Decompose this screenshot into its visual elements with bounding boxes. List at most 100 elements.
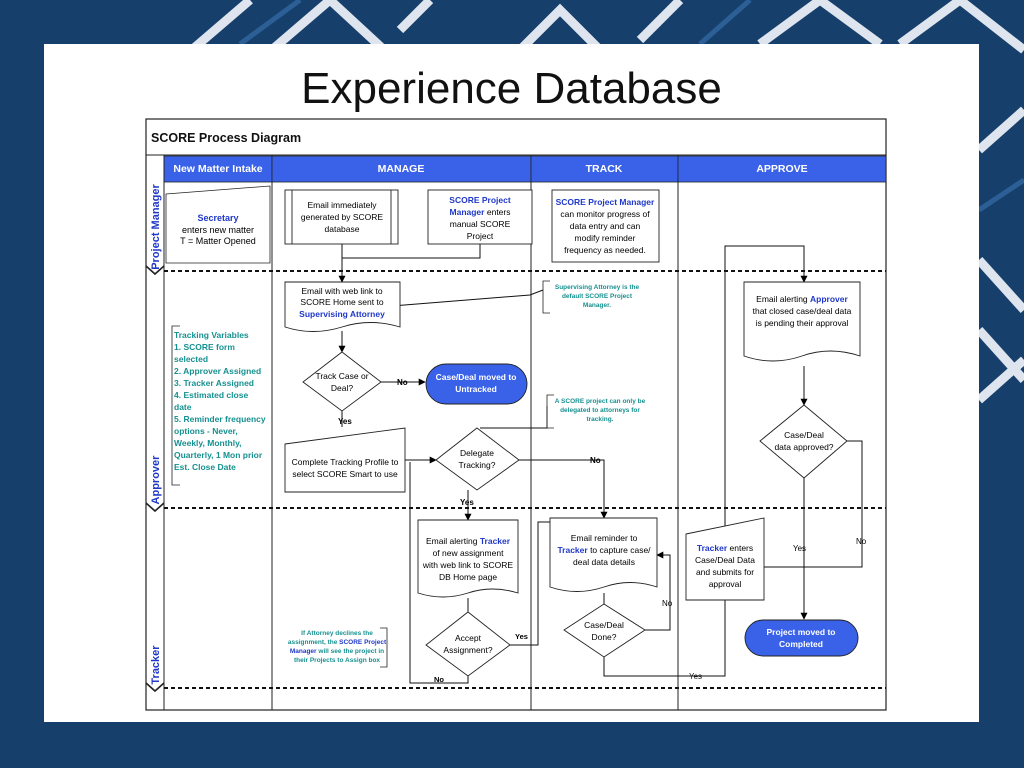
case-approved-text: Case/Deal xyxy=(784,430,824,440)
svg-text:Email alerting Approver: Email alerting Approver xyxy=(756,294,848,304)
accept-text: Accept xyxy=(455,633,482,643)
email-tracker-text: Tracker xyxy=(480,536,511,546)
email-reminder-text: to capture case/ xyxy=(590,545,651,555)
pm-monitor-text: data entry and can xyxy=(570,221,641,231)
note-supervising-text: Supervising Attorney is the xyxy=(555,284,640,291)
tracking-vars-text: Weekly, Monthly, xyxy=(174,438,242,448)
pm-monitor-box xyxy=(551,189,660,263)
column-label-intake: New Matter Intake xyxy=(173,163,262,175)
svg-text:Manager enters: Manager enters xyxy=(450,207,511,217)
tracking-vars-text: 3. Tracker Assigned xyxy=(174,378,254,388)
completed-text: Project moved to xyxy=(767,627,836,637)
pm-enters-text: SCORE Project xyxy=(449,195,511,205)
secretary-box xyxy=(165,185,271,264)
pm-monitor-text: modify reminder xyxy=(575,233,636,243)
label-no: No xyxy=(662,599,673,608)
pm-enters-text: enters xyxy=(487,207,511,217)
column-label-manage: MANAGE xyxy=(378,163,425,175)
delegate-decision xyxy=(435,427,520,491)
track-case-decision xyxy=(302,351,382,412)
lane-label-tracker: Tracker xyxy=(150,645,162,685)
accept-text: Assignment? xyxy=(443,645,492,655)
label-no: No xyxy=(590,456,601,465)
note-declines-text: their Projects to Assign box xyxy=(294,657,380,664)
column-label-track: TRACK xyxy=(586,163,623,175)
label-yes: Yes xyxy=(689,672,702,681)
accept-decision xyxy=(425,611,511,677)
case-approved-decision xyxy=(759,404,848,479)
note-supervising-text: default SCORE Project xyxy=(562,293,633,300)
email-tracker-text: of new assignment xyxy=(433,548,505,558)
tracker-enters-text: Tracker xyxy=(697,543,728,553)
note-supervising-bracket xyxy=(542,280,550,314)
case-done-decision xyxy=(563,603,646,658)
pm-enters-text: manual SCORE xyxy=(450,219,511,229)
pm-enters-text: Project xyxy=(467,231,494,241)
email-generated-text: database xyxy=(325,224,360,234)
case-done-text: Case/Deal xyxy=(584,620,624,630)
email-weblink-doc xyxy=(284,281,401,332)
delegate-text: Delegate xyxy=(460,448,494,458)
tracking-vars-text: 1. SCORE form xyxy=(174,342,235,352)
label-no: No xyxy=(397,378,408,387)
label-yes: Yes xyxy=(515,632,528,641)
lane-label-project-manager: Project Manager xyxy=(150,183,162,269)
label-yes: Yes xyxy=(460,498,474,507)
email-generated-text: generated by SCORE xyxy=(301,212,384,222)
email-approver-text: Approver xyxy=(810,294,848,304)
note-supervising-text: Manager. xyxy=(583,302,611,309)
connector xyxy=(519,459,608,519)
secretary-text: T = Matter Opened xyxy=(180,236,256,246)
email-reminder-text: Email reminder to xyxy=(571,533,638,543)
svg-text:assignment, the SCORE Project: assignment, the SCORE Project xyxy=(288,639,387,646)
tracking-profile-box xyxy=(284,427,406,493)
connector xyxy=(645,551,671,631)
tracking-profile-text: select SCORE Smart to use xyxy=(292,469,398,479)
pm-enters-box xyxy=(427,189,533,245)
note-declines-text: SCORE Project xyxy=(339,639,387,646)
email-weblink-text: Supervising Attorney xyxy=(299,309,385,319)
label-yes: Yes xyxy=(338,417,352,426)
tracking-vars-text: selected xyxy=(174,354,208,364)
note-delegate-text: delegated to attorneys for xyxy=(560,407,640,414)
tracking-vars-text: 5. Reminder frequency xyxy=(174,414,266,424)
completed-text: Completed xyxy=(779,639,823,649)
delegate-text: Tracking? xyxy=(458,460,495,470)
connector xyxy=(510,521,550,646)
label-no: No xyxy=(434,675,444,684)
case-approved-text: data approved? xyxy=(774,442,833,452)
email-weblink-text: Email with web link to xyxy=(301,286,383,296)
connector xyxy=(342,244,481,259)
svg-text:Tracker enters: Tracker enters xyxy=(697,543,753,553)
tracking-vars-text: 2. Approver Assigned xyxy=(174,366,261,376)
email-reminder-doc xyxy=(549,517,658,592)
email-generated-text: Email immediately xyxy=(308,200,378,210)
tracker-enters-text: Case/Deal Data xyxy=(695,555,755,565)
case-done-text: Done? xyxy=(591,632,616,642)
completed-terminal xyxy=(744,619,859,657)
label-no: No xyxy=(856,537,867,546)
column-label-approve: APPROVE xyxy=(756,163,807,175)
column-header-approve xyxy=(677,155,887,183)
email-reminder-text: Tracker xyxy=(557,545,588,555)
connector xyxy=(409,462,469,684)
tracking-vars-text: 4. Estimated close xyxy=(174,390,248,400)
email-tracker-doc xyxy=(417,519,519,598)
track-case-text: Track Case or xyxy=(315,371,368,381)
svg-text:Manager will see the project i: Manager will see the project in xyxy=(290,648,384,655)
email-approver-doc xyxy=(743,281,861,362)
tracking-vars-text: Est. Close Date xyxy=(174,462,236,472)
svg-text:Secretary: Secretary xyxy=(197,213,238,223)
slide-title: Experience Database xyxy=(301,64,722,113)
tracking-vars-text: Tracking Variables xyxy=(174,330,249,340)
tracker-enters-box xyxy=(685,517,765,601)
email-weblink-text: SCORE Home sent to xyxy=(300,297,383,307)
column-header-track xyxy=(530,155,679,183)
column-header-manage xyxy=(271,155,532,183)
note-declines-bracket xyxy=(380,627,388,668)
note-declines-text: will see the project in xyxy=(317,648,384,655)
tracker-enters-text: and submits for xyxy=(696,567,754,577)
email-tracker-text: DB Home page xyxy=(439,572,497,582)
pm-monitor-text: SCORE Project Manager xyxy=(556,197,655,207)
